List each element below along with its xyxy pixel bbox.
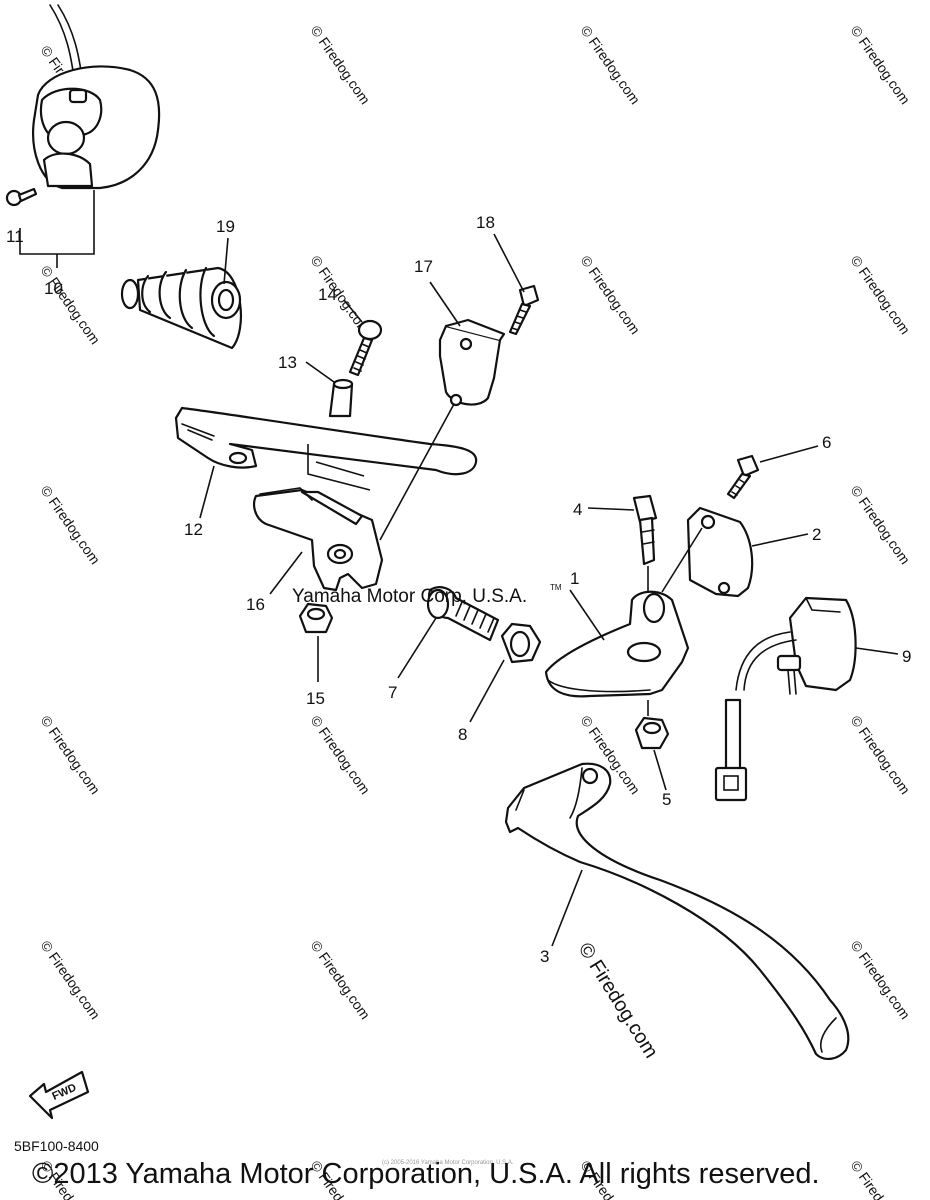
wire-connector xyxy=(714,698,748,802)
callout-13: 13 xyxy=(278,353,297,372)
part-8-locknut xyxy=(469,622,542,723)
watermark: © Firedog.com xyxy=(308,713,374,798)
part-19-boot xyxy=(120,237,243,350)
part-10-switch-housing xyxy=(32,4,161,190)
callout-11: 11 xyxy=(6,227,24,246)
part-9-switch xyxy=(735,596,899,695)
watermark: © Firedog.com xyxy=(848,483,914,568)
callout-1: 1 xyxy=(570,569,579,588)
callout-19: 19 xyxy=(216,217,235,236)
callout-2: 2 xyxy=(812,525,821,544)
part-2-clamp xyxy=(661,506,809,598)
callout-8: 8 xyxy=(458,725,467,744)
guide-lines xyxy=(307,403,455,541)
watermark: © Firedog.com xyxy=(578,253,644,338)
watermark: © Firedog.com xyxy=(38,713,104,798)
copyright-footer: ©2013 Yamaha Motor Corporation, U.S.A. A… xyxy=(32,1158,820,1190)
watermark: © Firedog.com xyxy=(38,938,104,1023)
center-watermark-tm: TM xyxy=(550,583,562,592)
callout-9: 9 xyxy=(902,647,911,666)
firedog-watermark: © Firedog.com xyxy=(574,939,662,1062)
watermark: © Firedog.com xyxy=(308,938,374,1023)
part-1-lever-holder xyxy=(544,589,690,698)
callout-15: 15 xyxy=(306,689,325,708)
part-13-collar xyxy=(305,361,354,418)
watermark: © Firedog.com xyxy=(848,253,914,338)
watermark: © Firedog.com xyxy=(578,23,644,108)
callout-4: 4 xyxy=(573,500,582,519)
callout-16: 16 xyxy=(246,595,265,614)
catalog-number: 5BF100-8400 xyxy=(14,1138,99,1154)
tiny-copyright-notice: (c) 2005-2016 Yamaha Motor Corporation, … xyxy=(382,1160,514,1166)
callout-bracket-10-11 xyxy=(19,190,95,268)
watermark: © Firedog.com xyxy=(848,938,914,1023)
callout-18: 18 xyxy=(476,213,495,232)
fwd-arrow-icon: FWD xyxy=(28,1070,90,1120)
part-15-nut xyxy=(298,602,334,682)
part-14-screw xyxy=(343,299,383,377)
part-5-nut xyxy=(634,700,670,791)
callout-17: 17 xyxy=(414,257,433,276)
callout-14: 14 xyxy=(318,285,337,304)
watermark: © Firedog.com xyxy=(848,1158,914,1200)
watermark: © Firedog.com xyxy=(38,263,104,348)
callout-12: 12 xyxy=(184,520,203,539)
callout-6: 6 xyxy=(822,433,831,452)
part-7-adjuster xyxy=(397,586,500,679)
watermark: © Firedog.com xyxy=(848,713,914,798)
part-3-lever xyxy=(504,762,850,1060)
part-12-lever xyxy=(174,406,478,519)
center-watermark: Yamaha Motor Corp, U.S.A. xyxy=(292,586,527,607)
callout-5: 5 xyxy=(662,790,671,809)
watermark: © Firedog.com xyxy=(38,483,104,568)
part-11-screw xyxy=(5,187,38,207)
watermark: © Firedog.com xyxy=(308,23,374,108)
callout-7: 7 xyxy=(388,683,397,702)
callout-10: 10 xyxy=(44,279,63,298)
callout-numbers: 1 2 3 4 5 6 7 8 9 10 11 12 13 14 15 16 1… xyxy=(6,213,911,966)
part-6-bolt xyxy=(726,445,819,500)
watermark: © Firedog.com xyxy=(848,23,914,108)
part-18-bolt xyxy=(493,233,540,336)
callout-3: 3 xyxy=(540,947,549,966)
part-16-bracket xyxy=(253,487,384,595)
part-17-holder xyxy=(429,281,506,407)
